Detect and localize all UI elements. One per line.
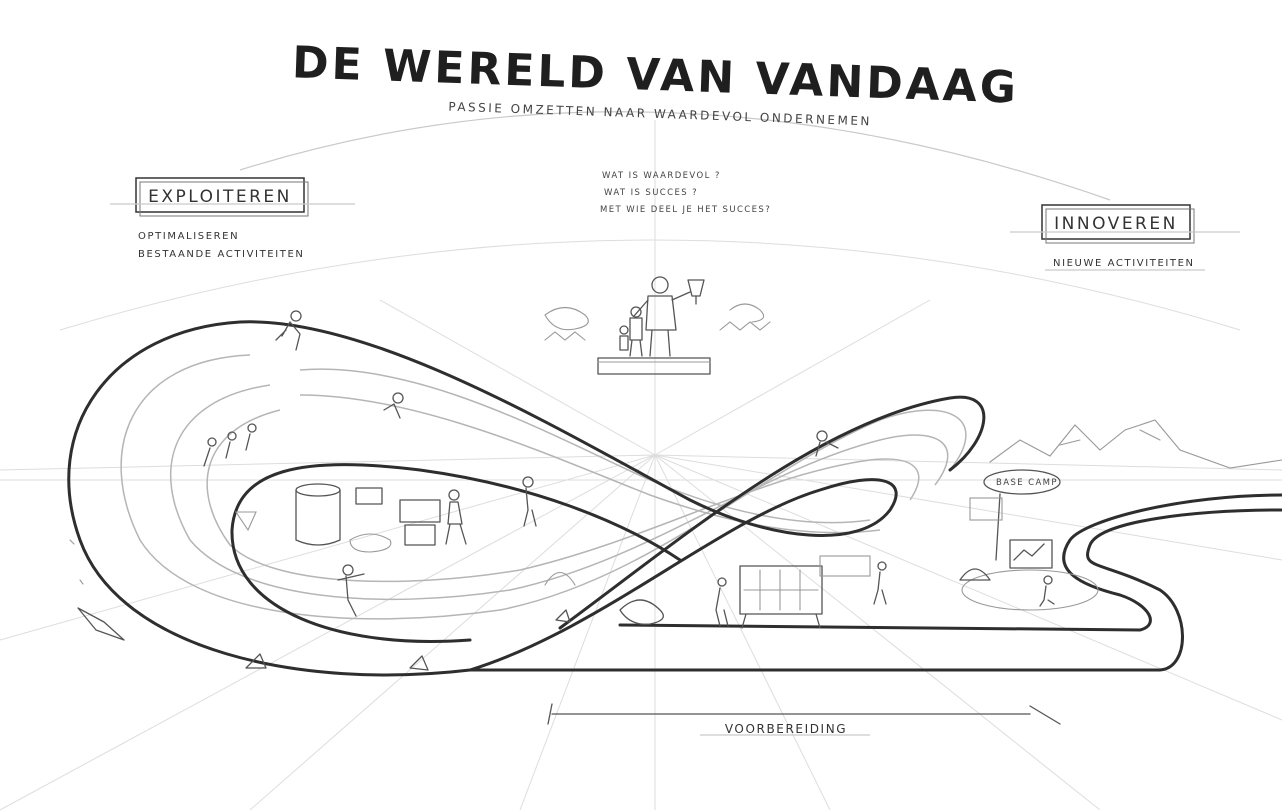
base-camp-label: BASE CAMP xyxy=(996,478,1058,488)
exploiteren-line-1: OPTIMALISEREN xyxy=(138,231,239,242)
innoveren-block: INNOVEREN NIEUWE ACTIVITEITEN xyxy=(1010,205,1240,270)
questions-block: WAT IS WAARDEVOL ? WAT IS SUCCES ? MET W… xyxy=(600,171,771,215)
exploiteren-block: EXPLOITEREN OPTIMALISEREN BESTAANDE ACTI… xyxy=(110,178,355,260)
question-1: WAT IS WAARDEVOL ? xyxy=(602,171,721,181)
question-3: MET WIE DEEL JE HET SUCCES? xyxy=(600,205,771,215)
figure-eight-track xyxy=(69,322,1282,675)
voorbereiding-label: VOORBEREIDING xyxy=(725,722,847,736)
exploiteren-heading: EXPLOITEREN xyxy=(148,187,292,207)
question-2: WAT IS SUCCES ? xyxy=(604,188,698,198)
innoveren-line-1: NIEUWE ACTIVITEITEN xyxy=(1053,258,1195,269)
scattered-items xyxy=(70,540,570,670)
page-title: DE WERELD VAN VANDAAG xyxy=(291,37,1020,113)
podium-illustration xyxy=(545,277,770,374)
exploiteren-line-2: BESTAANDE ACTIVITEITEN xyxy=(138,249,304,260)
innoveren-heading: INNOVEREN xyxy=(1054,214,1178,234)
voorbereiding-bracket: VOORBEREIDING xyxy=(548,704,1060,736)
